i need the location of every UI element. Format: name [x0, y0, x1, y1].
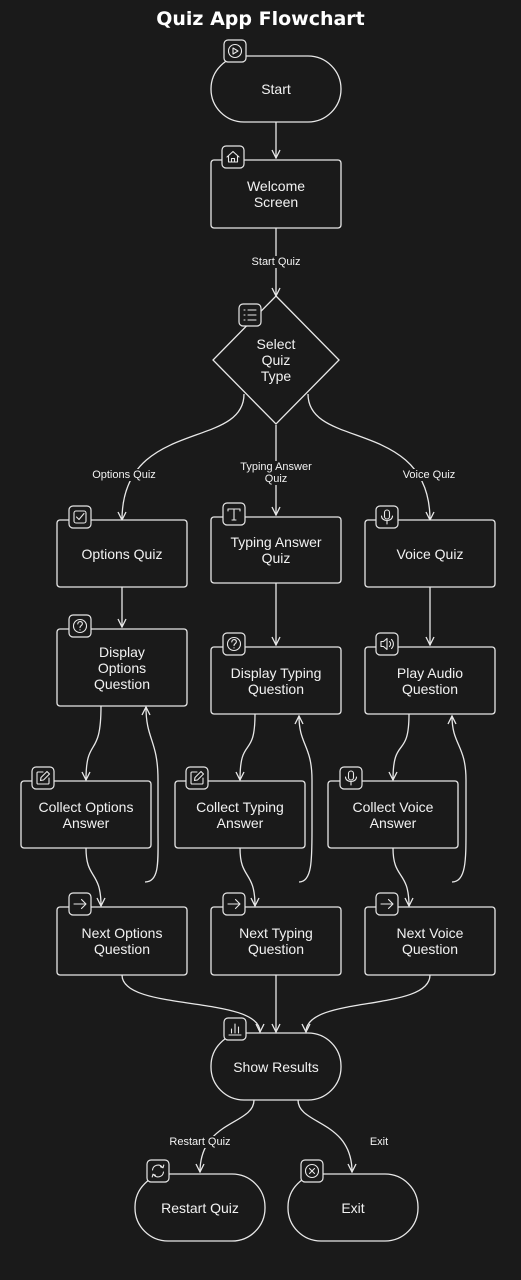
next-options-badge: [68, 892, 92, 916]
checkbox-icon: [73, 510, 87, 524]
node-show-results-label: Show Results: [233, 1058, 319, 1075]
start-badge: [223, 39, 247, 63]
node-play-audio-label: Play Audio Question: [396, 664, 464, 697]
edge-next-results-options: [121, 974, 260, 1032]
restart-badge: [146, 1159, 170, 1183]
node-display-typing-shape: [210, 646, 342, 715]
collect-options-badge: [31, 766, 55, 790]
edge-results-exit: [297, 1099, 352, 1172]
edge-next-loop-voice: [452, 716, 467, 883]
arrow-right-icon: [380, 898, 394, 910]
collect-typing-badge: [185, 766, 209, 790]
node-show-results-shape: [210, 1032, 342, 1101]
list-icon: [243, 309, 257, 321]
node-collect-voice-shape: [327, 780, 459, 849]
bar-chart-icon: [228, 1023, 242, 1036]
close-circle-icon: [304, 1163, 320, 1179]
next-voice-badge: [375, 892, 399, 916]
edge-label-restart-quiz: Restart Quiz: [160, 1136, 240, 1148]
options-quiz-badge: [68, 505, 92, 529]
edge-label-voice-quiz: Voice Quiz: [394, 469, 464, 481]
node-next-options-label: Next Options Question: [81, 925, 163, 957]
edge-collect-next-options: [85, 847, 101, 906]
node-options-quiz-label: Options Quiz: [81, 545, 163, 562]
node-welcome-label: Welcome Screen: [246, 178, 306, 210]
node-voice-quiz-shape: [364, 519, 496, 588]
display-typing-badge: [222, 632, 246, 656]
edge-next-results-voice: [306, 974, 431, 1032]
node-typing-quiz-label: Typing Answer Quiz: [230, 534, 322, 566]
next-typing-badge: [222, 892, 246, 916]
node-next-voice-label: Next Voice Question: [396, 925, 464, 957]
collect-voice-badge: [339, 766, 363, 790]
edge-results-restart: [200, 1099, 255, 1172]
edge-label-typing-quiz: Typing Answer Quiz: [228, 461, 324, 485]
arrow-right-icon: [227, 898, 241, 910]
edge-select-options: [122, 393, 245, 520]
node-display-options-shape: [56, 628, 188, 707]
node-next-options-shape: [56, 906, 188, 976]
voice-quiz-badge: [375, 505, 399, 529]
node-start-label: Start: [261, 81, 291, 97]
edge-next-loop-typing: [299, 716, 313, 883]
edge-label-exit: Exit: [360, 1136, 398, 1148]
question-icon: [72, 618, 88, 634]
home-icon: [226, 150, 240, 163]
speaker-icon: [380, 637, 394, 651]
microphone-icon: [344, 770, 358, 786]
question-icon: [226, 636, 242, 652]
node-shapes: [20, 55, 496, 1242]
edit-icon: [190, 770, 205, 785]
arrow-right-icon: [73, 898, 87, 910]
node-play-audio-shape: [364, 646, 496, 715]
node-options-quiz-shape: [56, 519, 188, 588]
node-typing-quiz-shape: [210, 516, 342, 584]
show-results-badge: [223, 1017, 247, 1041]
typing-quiz-badge: [222, 502, 246, 526]
node-collect-typing-label: Collect Typing Answer: [196, 798, 284, 831]
edge-select-voice: [307, 393, 430, 520]
node-welcome-shape: [210, 159, 342, 229]
edge-collect-next-voice: [392, 847, 409, 906]
refresh-icon: [151, 1164, 165, 1178]
play-audio-badge: [375, 632, 399, 656]
edge-next-loop-options: [145, 707, 159, 883]
display-options-badge: [68, 614, 92, 638]
node-select-label: Select Quiz Type: [256, 336, 296, 384]
edit-icon: [36, 770, 51, 785]
diagram-title: Quiz App Flowchart: [156, 8, 365, 30]
edge-display-collect-options: [86, 705, 102, 780]
node-display-typing-label: Display Typing Question: [230, 664, 322, 697]
node-select-shape: [212, 295, 340, 425]
exit-badge: [300, 1159, 324, 1183]
edge-play-collect-voice: [393, 713, 410, 780]
node-collect-typing-shape: [174, 780, 306, 849]
node-collect-options-label: Collect Options Answer: [38, 798, 134, 831]
microphone-icon: [380, 509, 394, 525]
node-next-typing-shape: [210, 906, 342, 976]
edge-label-options-quiz: Options Quiz: [80, 469, 168, 481]
node-collect-voice-label: Collect Voice Answer: [352, 798, 434, 831]
node-next-voice-shape: [364, 906, 496, 976]
node-display-options-label: Display Options Question: [93, 643, 151, 692]
edge-display-collect-typing: [240, 713, 256, 780]
node-exit-shape: [287, 1173, 419, 1242]
node-collect-options-shape: [20, 780, 152, 849]
node-exit-label: Exit: [341, 1199, 365, 1216]
text-icon: [227, 508, 241, 521]
node-start-shape: [210, 55, 342, 123]
play-icon: [227, 43, 243, 59]
node-restart-shape: [134, 1173, 266, 1242]
node-restart-label: Restart Quiz: [161, 1199, 239, 1216]
node-next-typing-label: Next Typing Question: [239, 925, 313, 957]
select-badge: [238, 303, 262, 327]
edge-collect-next-typing: [239, 847, 255, 906]
edge-label-start-quiz: Start Quiz: [236, 256, 316, 268]
node-voice-quiz-label: Voice Quiz: [396, 545, 464, 562]
welcome-badge: [221, 145, 245, 169]
